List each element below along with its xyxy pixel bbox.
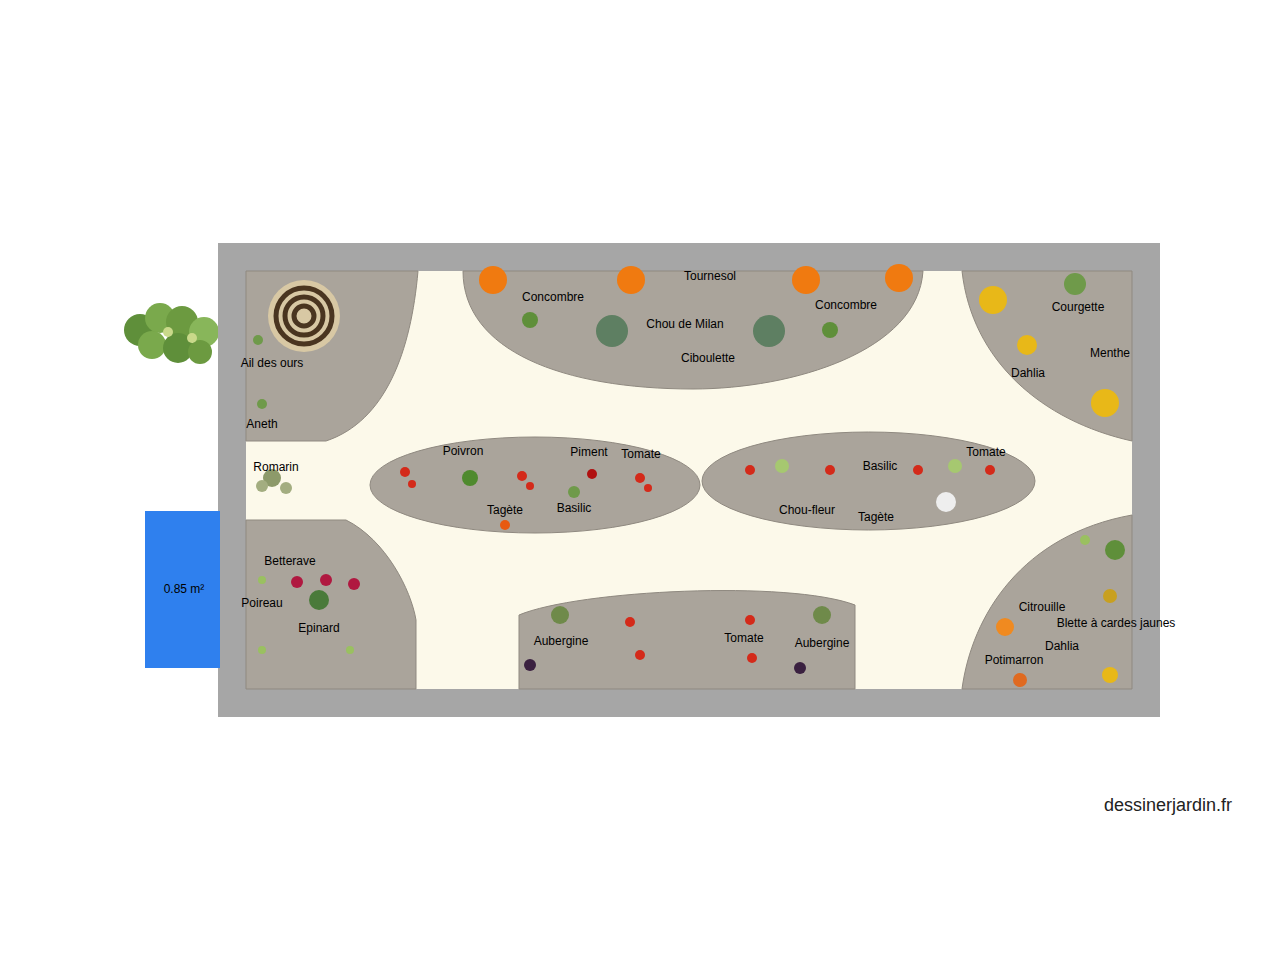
plant-label: Potimarron	[985, 653, 1044, 667]
plant-label: Concombre	[815, 298, 877, 312]
garden-plot: RomarinAil des oursAnethConcombreTournes…	[218, 243, 1160, 717]
plant-label: Tournesol	[684, 269, 736, 283]
garden-bed: CourgetteMentheDahlia	[962, 271, 1132, 441]
plant-label: Courgette	[1052, 300, 1105, 314]
plant-label: Poivron	[443, 444, 484, 458]
area-label: 0.85 m²	[164, 582, 205, 596]
plant-label: Tomate	[724, 631, 763, 645]
plant-label: Aubergine	[534, 634, 589, 648]
garden-bed: Basilic TomateChou-fleurTagète	[702, 432, 1035, 530]
garden-bed-shape	[463, 271, 923, 391]
plant-label: Aneth	[246, 417, 277, 431]
garden-bed: BetteravePoireauEpinard	[246, 520, 416, 689]
plant-label: Citrouille	[1019, 600, 1066, 614]
garden-bed: Concombre TournesolChou de MilanCiboulett…	[463, 271, 923, 391]
plant-label: Dahlia	[1011, 366, 1045, 380]
plant-label: Basilic	[863, 459, 898, 473]
watermark: dessinerjardin.fr	[1104, 795, 1232, 816]
plant-label: Chou de Milan	[646, 317, 723, 331]
plant-label: Piment	[570, 445, 607, 459]
plant-label: Basilic	[557, 501, 592, 515]
plant-label: Tomate	[621, 447, 660, 461]
plant-label: Tagète	[487, 503, 523, 517]
garden-bed: Ail des oursAneth	[246, 271, 418, 441]
plant-label: Betterave	[264, 554, 315, 568]
plant-label: Ail des ours	[241, 356, 304, 370]
garden-bed: Poivron Piment TomateTagète Basilic	[370, 437, 700, 533]
plant-label: Ciboulette	[681, 351, 735, 365]
plant-label: Tagète	[858, 510, 894, 524]
garden-bed: CitrouilleBlette à cardes jaunesDahliaPo…	[962, 515, 1132, 689]
shrub-illustration	[124, 303, 219, 364]
plant-label: Tomate	[966, 445, 1005, 459]
plant-label: Poireau	[241, 596, 282, 610]
plant-label: Epinard	[298, 621, 339, 635]
pond: 0.85 m²	[145, 511, 220, 668]
plant-label: Concombre	[522, 290, 584, 304]
plant-label: Chou-fleur	[779, 503, 835, 517]
plant-label: Blette à cardes jaunes	[1057, 616, 1176, 630]
garden-bed: Aubergine Tomate Aubergine	[519, 585, 855, 689]
plant-label: Menthe	[1090, 346, 1130, 360]
plant-label: Romarin	[253, 460, 298, 474]
plant-label: Aubergine	[795, 636, 850, 650]
plant-label: Dahlia	[1045, 639, 1079, 653]
